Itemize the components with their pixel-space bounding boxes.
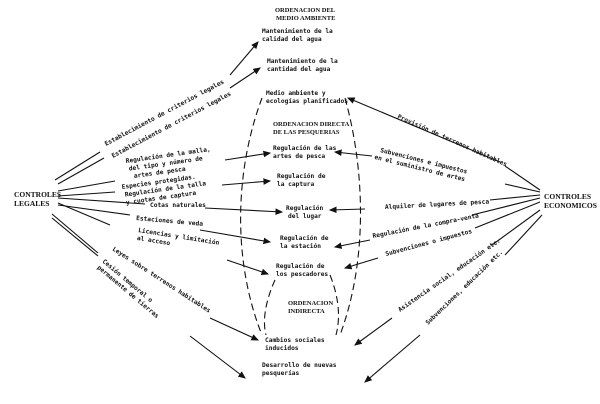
dashed-boundary-right [339,97,362,336]
dashed-boundary-left [240,97,263,336]
label-rental: Alquiler de lugares de pesca [385,198,490,211]
label-gear-subsidy: Subvenciones e impuestosen el suministro… [374,145,469,183]
dashed-boundary-right-inner [329,274,340,336]
label-closed-seasons: Estaciones de veda [136,214,204,228]
label-land-cession: Cesión temporal opermanente de tierras [96,257,166,320]
label-mesh: Regulación de la malla,del tipo y número… [125,145,213,181]
economic-connectors [328,97,543,383]
label-criteria-2: Establecimiento de criterios legales [110,90,232,160]
label-criteria-1: Establecimiento de criterios legales [103,78,225,148]
legal-labels: Establecimiento de criterios legales Est… [96,78,233,321]
dashed-boundary-left-inner [263,279,276,336]
label-licences: Licencias y limitaciónal acceso [136,226,220,255]
legal-connectors [51,41,284,379]
label-natural: Cotas naturales [150,202,206,209]
economic-labels: Provisión de terrenos habitables Subvenc… [372,113,509,327]
